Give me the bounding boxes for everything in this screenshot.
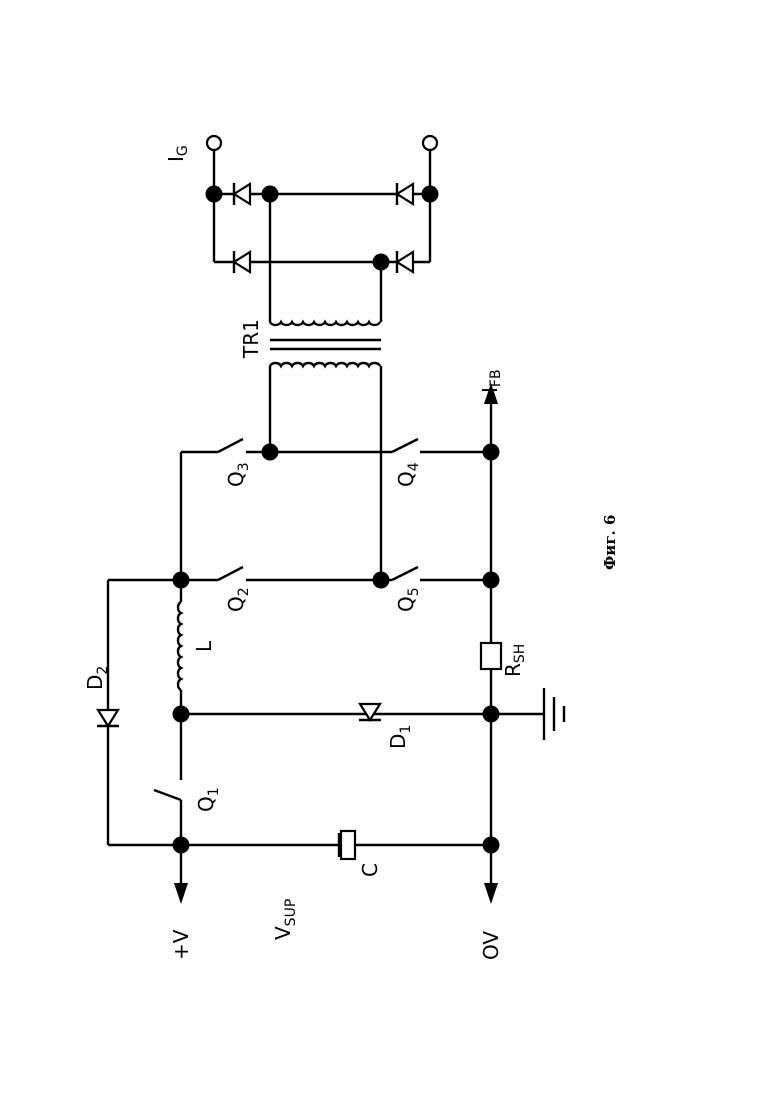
inductor-l [178, 602, 181, 690]
switch-q1 [154, 790, 181, 800]
transformer-tr1 [270, 322, 381, 366]
label-c: C [358, 863, 382, 877]
label-d1: D1 [386, 725, 414, 749]
diode-d2 [97, 710, 119, 726]
label-zero-v: OV [479, 931, 503, 960]
label-plus-v: +V [169, 929, 193, 960]
diode-d1 [359, 704, 381, 720]
switch-q3 [218, 439, 243, 452]
label-q3: Q3 [224, 462, 252, 487]
ig-terminal-right [423, 136, 437, 150]
label-ifb: IFB [478, 369, 504, 393]
label-d2: D2 [83, 666, 111, 690]
label-rsh: RSH [501, 644, 528, 677]
label-q1: Q1 [194, 787, 222, 812]
label-q5: Q5 [394, 587, 422, 612]
label-q2: Q2 [224, 587, 252, 612]
diode-bridge-top-right [397, 183, 413, 205]
zero-v-arrow [484, 883, 498, 904]
resistor-rsh [481, 643, 501, 669]
label-q4: Q4 [394, 462, 422, 487]
ig-terminal-left [207, 136, 221, 150]
switch-q4 [392, 439, 418, 452]
capacitor-c [339, 831, 355, 859]
junction-dots [173, 186, 500, 854]
label-vsup: VSUP [271, 899, 299, 940]
label-l: L [192, 640, 216, 652]
label-ig: IG [164, 145, 191, 162]
diode-bridge-bottom-right [397, 251, 413, 273]
figure-caption: Фиг. 6 [601, 515, 619, 570]
label-tr1: TR1 [239, 319, 263, 359]
switch-q5 [392, 567, 418, 580]
diode-bridge-bottom-left [234, 251, 250, 273]
plus-v-arrow [174, 883, 188, 904]
wiring [108, 150, 544, 884]
diode-bridge-top-left [234, 183, 250, 205]
ground-symbol [544, 688, 564, 740]
switch-q2 [218, 567, 243, 580]
